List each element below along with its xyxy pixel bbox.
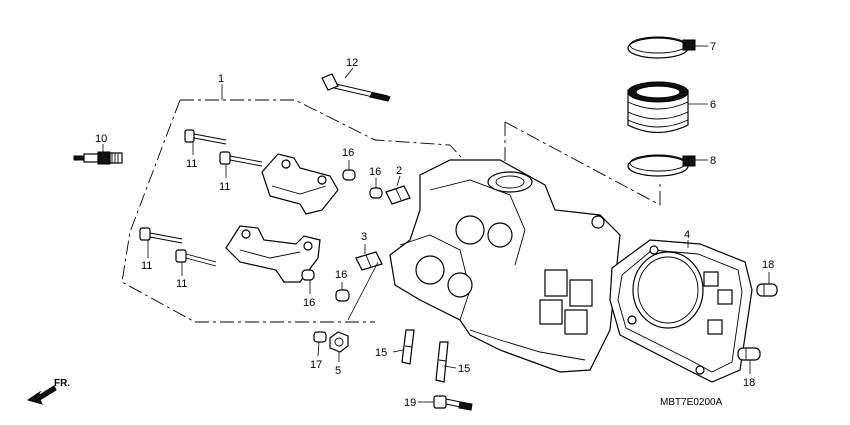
stud-bolt-15-a xyxy=(401,329,415,365)
dowel-16-d xyxy=(335,289,350,302)
bolt-11-mid xyxy=(219,151,263,167)
callout-16-b: 16 xyxy=(369,166,381,178)
clamp-8 xyxy=(627,154,696,177)
callout-16-d: 16 xyxy=(303,297,315,309)
cylinder-head xyxy=(389,159,621,373)
camshaft-holder-upper xyxy=(261,153,339,215)
washer-17 xyxy=(313,331,327,343)
callout-18-lower: 18 xyxy=(743,377,755,389)
pin-3 xyxy=(355,251,383,271)
dowel-18-upper xyxy=(756,283,778,297)
callout-2: 2 xyxy=(396,165,402,177)
callout-11-mid: 11 xyxy=(219,181,230,193)
callout-1: 1 xyxy=(218,73,224,85)
direction-label: FR. xyxy=(54,378,70,389)
dowel-18-lower xyxy=(737,347,761,361)
stud-bolt-15-b xyxy=(435,341,449,383)
bolt-11-lower xyxy=(139,227,183,244)
drawing-code: MBT7E0200A xyxy=(660,397,723,408)
camshaft-holder-lower xyxy=(225,225,321,283)
nut-5 xyxy=(329,331,349,353)
bolt-12 xyxy=(321,73,391,102)
bolt-11-bottom xyxy=(175,249,217,267)
callout-4: 4 xyxy=(684,229,690,241)
callout-17: 17 xyxy=(310,359,322,371)
dowel-16-b xyxy=(369,187,383,199)
callout-6: 6 xyxy=(710,99,716,111)
leader-lines xyxy=(102,45,770,403)
callout-12: 12 xyxy=(346,57,358,69)
callout-18-upper: 18 xyxy=(762,259,774,271)
callout-15-a: 15 xyxy=(375,347,387,359)
callout-3: 3 xyxy=(361,231,367,243)
callout-8: 8 xyxy=(710,155,716,167)
callout-19: 19 xyxy=(404,397,416,409)
pin-2 xyxy=(385,185,411,205)
spark-plug xyxy=(73,151,123,165)
callout-16-c: 16 xyxy=(335,269,347,281)
callout-5: 5 xyxy=(335,365,341,377)
dowel-16-c xyxy=(301,269,315,281)
dowel-16-a xyxy=(342,169,356,181)
clamp-7 xyxy=(627,36,696,59)
callout-15-b: 15 xyxy=(458,363,470,375)
bolt-19 xyxy=(433,395,473,411)
callout-11-top: 11 xyxy=(186,158,197,170)
callout-11-lower: 11 xyxy=(141,260,152,272)
callout-10: 10 xyxy=(95,133,107,145)
bolt-11-top xyxy=(184,129,227,145)
callout-7: 7 xyxy=(710,41,716,53)
callout-16-a: 16 xyxy=(342,147,354,159)
insulator-6 xyxy=(627,81,689,134)
callout-11-bottom: 11 xyxy=(176,278,187,290)
front-direction-arrow-icon xyxy=(26,385,57,405)
head-gasket xyxy=(609,239,753,383)
